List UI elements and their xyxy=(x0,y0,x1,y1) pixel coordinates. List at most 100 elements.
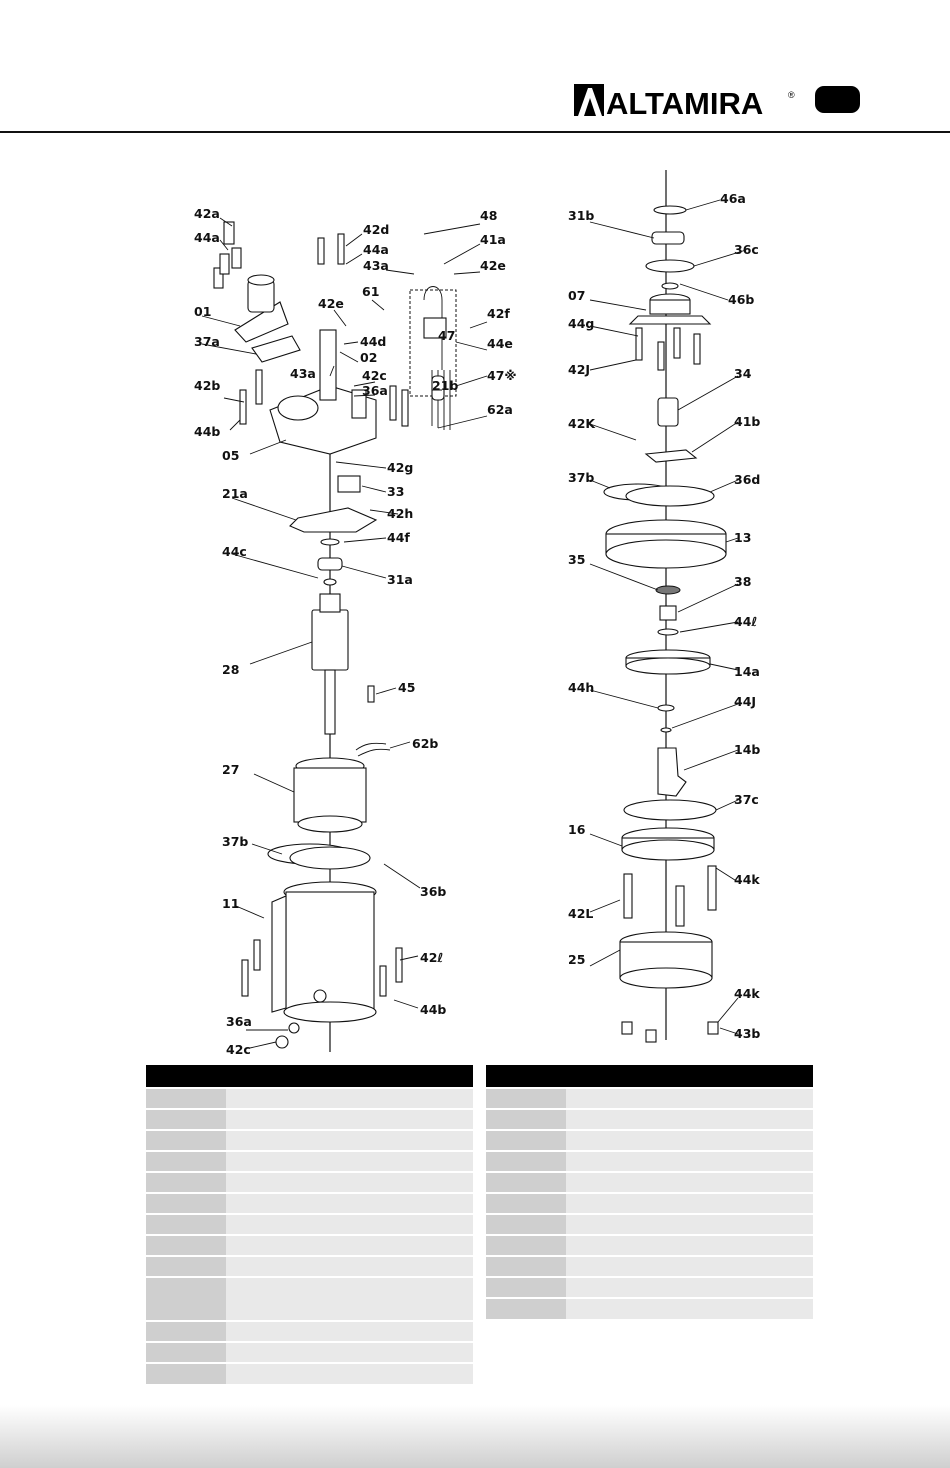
exploded-diagram-motor: 42a 44a 42d 44a 48 41a 43a 42e 61 01 42e… xyxy=(194,206,517,1057)
registered-mark: ® xyxy=(788,90,795,100)
gasket-37c xyxy=(623,799,717,821)
ring-46a xyxy=(653,205,687,215)
label-44e: 44e xyxy=(487,336,513,351)
label-46b: 46b xyxy=(728,292,754,307)
table-header xyxy=(486,1065,566,1088)
table-row xyxy=(146,1362,473,1384)
label-44c: 44c xyxy=(222,544,247,559)
label-11: 11 xyxy=(222,896,239,911)
label-42e-2: 42e xyxy=(318,296,344,311)
label-01: 01 xyxy=(194,304,211,319)
capacitor-33 xyxy=(337,475,361,493)
label-31b: 31b xyxy=(568,208,594,223)
altamira-logo: ALTAMIRA ® xyxy=(574,84,795,118)
label-13: 13 xyxy=(734,530,751,545)
label-42l: 42ℓ xyxy=(420,950,443,965)
label-37b-r: 37b xyxy=(568,470,594,485)
label-21b: 21b xyxy=(432,378,458,393)
motor-housing-11 xyxy=(271,881,377,1023)
label-44a: 44a xyxy=(194,230,220,245)
table-row xyxy=(146,1150,473,1172)
table-row xyxy=(486,1129,813,1151)
label-36a-2: 36a xyxy=(226,1014,252,1029)
label-33: 33 xyxy=(387,484,404,499)
table-row xyxy=(146,1234,473,1256)
exploded-diagram-hydraulic: 46a 31b 36c 07 46b 44g 42J 34 42K 41b 37… xyxy=(568,170,760,1043)
o-ring-36c xyxy=(645,259,695,273)
spacer-38 xyxy=(659,605,677,621)
label-44g: 44g xyxy=(568,316,594,331)
table-row xyxy=(146,1255,473,1277)
seal-35 xyxy=(655,585,681,595)
key-45 xyxy=(367,685,375,703)
label-42c: 42c xyxy=(362,368,387,383)
suction-plate-16 xyxy=(621,827,715,861)
table-row xyxy=(146,1108,473,1130)
stator-27 xyxy=(293,757,367,833)
gasket-37a xyxy=(251,335,301,363)
label-36c: 36c xyxy=(734,242,759,257)
table-row xyxy=(146,1320,473,1342)
label-43b: 43b xyxy=(734,1026,760,1041)
label-36d: 36d xyxy=(734,472,760,487)
label-42e: 42e xyxy=(480,258,506,273)
label-44b: 44b xyxy=(194,424,220,439)
label-61: 61 xyxy=(362,284,379,299)
table-row xyxy=(146,1171,473,1193)
label-35: 35 xyxy=(568,552,585,567)
label-41a: 41a xyxy=(480,232,506,247)
label-42h: 42h xyxy=(387,506,413,521)
label-37a: 37a xyxy=(194,334,220,349)
label-44k-2: 44k xyxy=(734,986,760,1001)
table-row xyxy=(486,1276,813,1298)
table-row xyxy=(486,1255,813,1277)
label-44b-2: 44b xyxy=(420,1002,446,1017)
label-14b: 14b xyxy=(734,742,760,757)
table-row xyxy=(486,1108,813,1130)
parts-table-left xyxy=(146,1065,473,1384)
volute-13 xyxy=(605,519,727,569)
label-44j: 44J xyxy=(734,694,756,709)
table-header xyxy=(226,1065,473,1088)
o-ring-36d xyxy=(625,485,715,507)
parts-table-right xyxy=(486,1065,813,1319)
table-row xyxy=(146,1192,473,1214)
label-34: 34 xyxy=(734,366,752,381)
label-44f: 44f xyxy=(387,530,410,545)
footer-gradient-bar xyxy=(0,1405,950,1468)
header-rule xyxy=(0,131,950,133)
bolts-42a xyxy=(213,221,242,289)
table-row xyxy=(486,1171,813,1193)
label-62b: 62b xyxy=(412,736,438,751)
label-44l: 44ℓ xyxy=(734,614,757,629)
label-42a: 42a xyxy=(194,206,220,221)
label-28: 28 xyxy=(222,662,239,677)
brand-badge xyxy=(815,86,860,113)
label-38: 38 xyxy=(734,574,751,589)
table-row xyxy=(486,1297,813,1319)
label-44h: 44h xyxy=(568,680,594,695)
label-25: 25 xyxy=(568,952,585,967)
label-42d: 42d xyxy=(363,222,389,237)
strainer-25 xyxy=(619,931,713,989)
plate-41b xyxy=(644,449,698,463)
label-42g: 42g xyxy=(387,460,413,475)
table-row xyxy=(146,1276,473,1321)
table-row xyxy=(146,1213,473,1235)
table-row xyxy=(146,1129,473,1151)
label-47: 47 xyxy=(438,328,455,343)
label-42k: 42K xyxy=(568,416,596,431)
label-47-note: 47※ xyxy=(487,368,517,383)
table-header xyxy=(146,1065,226,1088)
top-cover-05 xyxy=(269,329,377,455)
label-62a: 62a xyxy=(487,402,513,417)
label-44d: 44d xyxy=(360,334,386,349)
table-row xyxy=(486,1150,813,1172)
table-row xyxy=(486,1192,813,1214)
label-27: 27 xyxy=(222,762,239,777)
label-45: 45 xyxy=(398,680,415,695)
label-42f: 42f xyxy=(487,306,510,321)
label-07: 07 xyxy=(568,288,585,303)
label-05: 05 xyxy=(222,448,239,463)
table-header xyxy=(566,1065,813,1088)
